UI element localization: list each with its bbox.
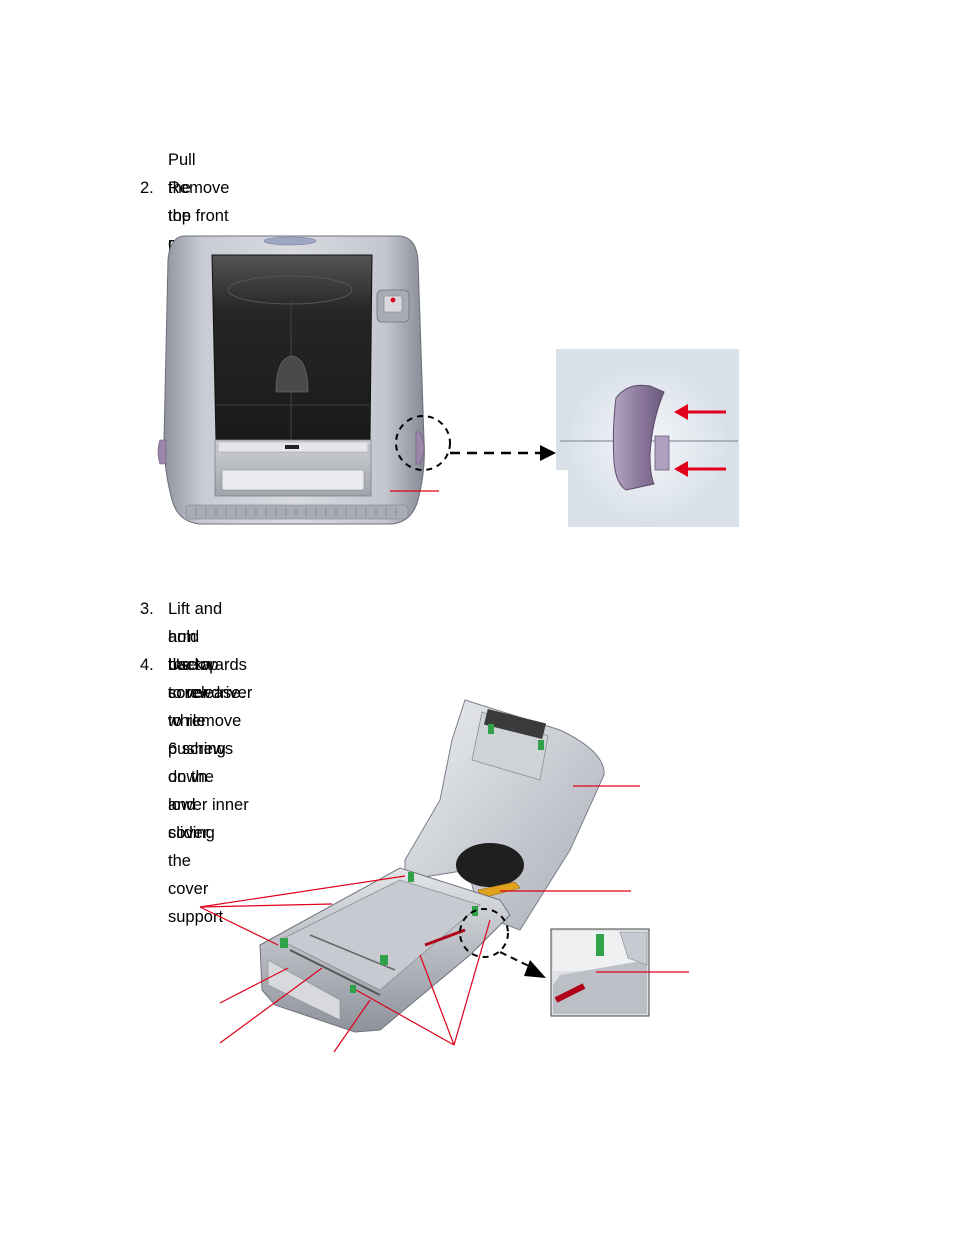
- lever-highlight-circle: [395, 415, 451, 471]
- arm-highlight-circle: [459, 908, 509, 958]
- step-3-text-line1: Lift and hold the top cover while pushin…: [168, 600, 226, 926]
- right-lever: [415, 431, 425, 465]
- dashed-arrow-2-head: [524, 960, 546, 978]
- lever-detail: [612, 384, 665, 491]
- ribbon-hole: [456, 843, 524, 887]
- step-2-number: 2.: [140, 179, 154, 197]
- step-4-number: 4.: [140, 656, 154, 674]
- left-lever: [157, 439, 167, 465]
- top-cover: [211, 254, 373, 441]
- red-arrow-lower-head: [674, 461, 688, 477]
- dashed-arrow-head: [540, 445, 556, 461]
- lever-inset: [556, 349, 739, 527]
- lower-base: [259, 867, 511, 1033]
- step-3-text-line2: arm backwards to release.: [168, 628, 247, 702]
- dashed-arrow-2-line: [499, 951, 534, 969]
- cover-handle: [275, 355, 309, 393]
- raised-top-cover: [404, 699, 605, 931]
- logo-pill: [263, 236, 317, 246]
- step-3-number: 3.: [140, 600, 154, 618]
- power-button: [376, 289, 410, 323]
- callout-lines: [199, 785, 689, 1053]
- top-cover-green-guides: [488, 724, 544, 750]
- step-4-text: Use a screwdriver to remove 6 screws on …: [168, 656, 253, 842]
- front-panel: [214, 439, 372, 497]
- red-arrow-upper-head: [674, 404, 688, 420]
